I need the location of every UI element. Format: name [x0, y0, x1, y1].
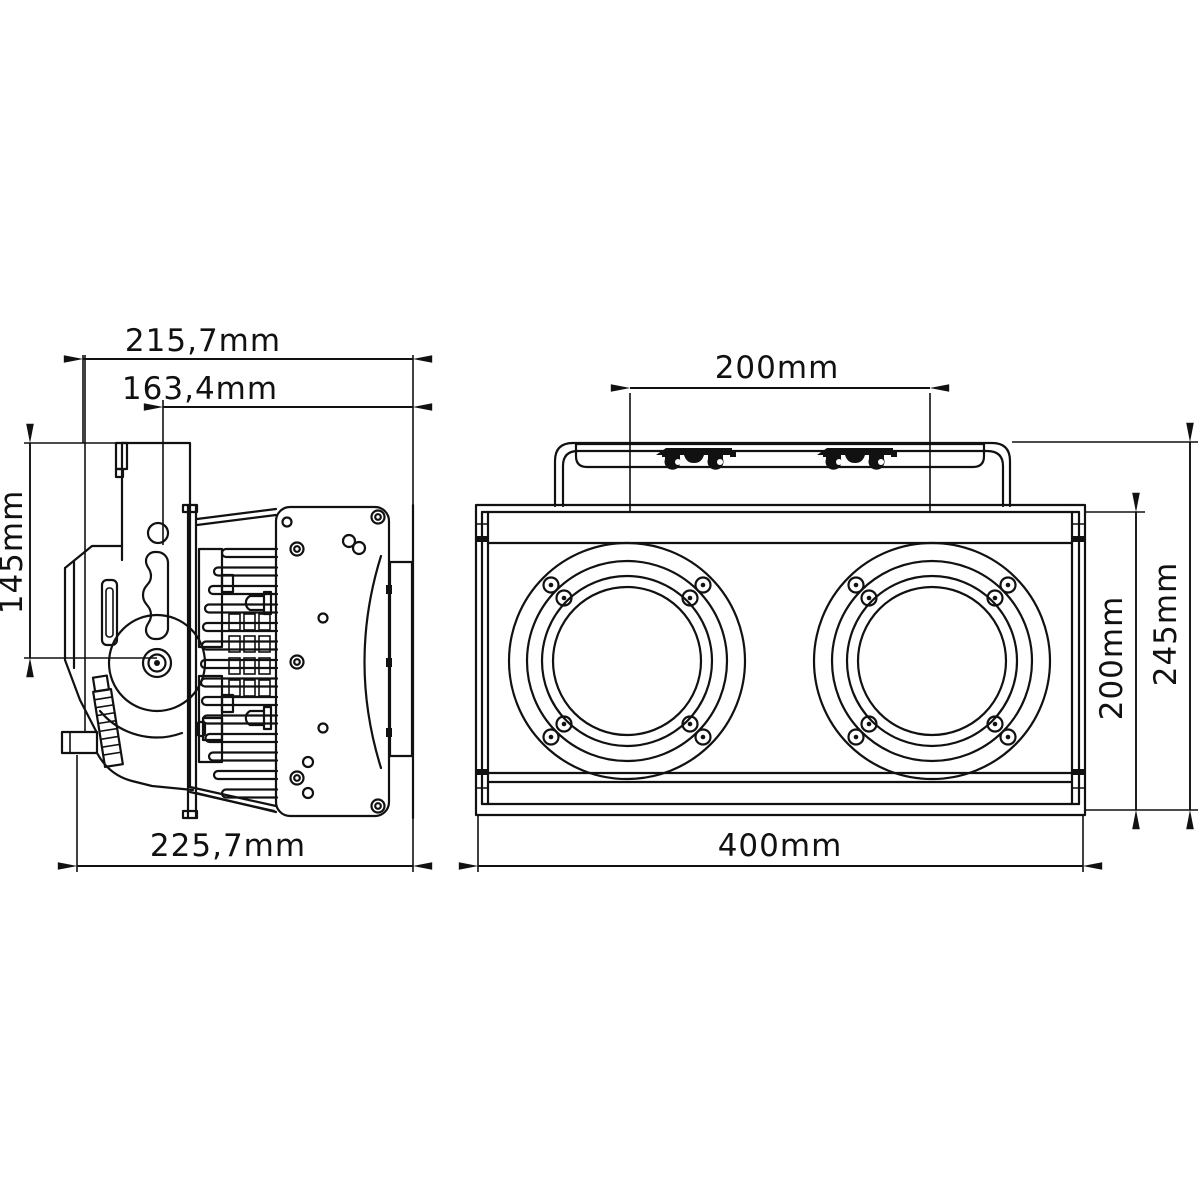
dim-front-total-height: 245mm — [1012, 422, 1198, 830]
front-lamp-left — [507, 541, 747, 781]
lens-curve — [363, 554, 383, 770]
dim-front-body-height: 200mm — [1085, 492, 1198, 830]
dim-side-front-to-yoke: 163,4mm — [122, 371, 433, 545]
side-lens — [363, 503, 415, 820]
side-heatsink-fins — [199, 547, 279, 799]
dim-label-front-total-height: 245mm — [1148, 562, 1184, 687]
front-hanging-bracket — [553, 441, 1012, 508]
side-view — [60, 355, 415, 820]
side-clamp-assembly — [60, 355, 124, 769]
dim-side-depth: 225,7mm — [57, 755, 433, 872]
dim-label-front-width: 400mm — [718, 828, 843, 864]
dim-label-side-front-to-yoke: 163,4mm — [122, 371, 278, 407]
front-lamp-right — [812, 541, 1052, 781]
dim-front-lamp-spacing: 200mm — [610, 350, 950, 512]
side-main-plate — [274, 505, 391, 818]
clamp-knob — [91, 674, 124, 769]
dim-side-total-width: 215,7mm — [63, 323, 433, 505]
front-box — [474, 503, 1087, 817]
dim-label-front-body-height: 200mm — [1094, 596, 1130, 721]
side-heatsink-detail — [228, 590, 273, 731]
front-view — [474, 441, 1087, 817]
dim-side-yoke-height: 145mm — [0, 423, 190, 678]
clamp-foot — [60, 730, 99, 755]
dim-label-side-depth: 225,7mm — [150, 828, 306, 864]
side-rear-plate — [181, 503, 278, 820]
dim-label-side-yoke-height: 145mm — [0, 490, 30, 615]
yoke-lock-hole — [146, 521, 170, 545]
dim-label-front-lamp-spacing: 200mm — [715, 350, 840, 386]
dim-front-width: 400mm — [458, 815, 1103, 872]
heatsink-bolt — [244, 590, 273, 731]
dimensions: 215,7mm 163,4mm 145mm 225,7mm 200mm — [0, 323, 1198, 872]
dim-label-side-total-width: 215,7mm — [125, 323, 281, 359]
